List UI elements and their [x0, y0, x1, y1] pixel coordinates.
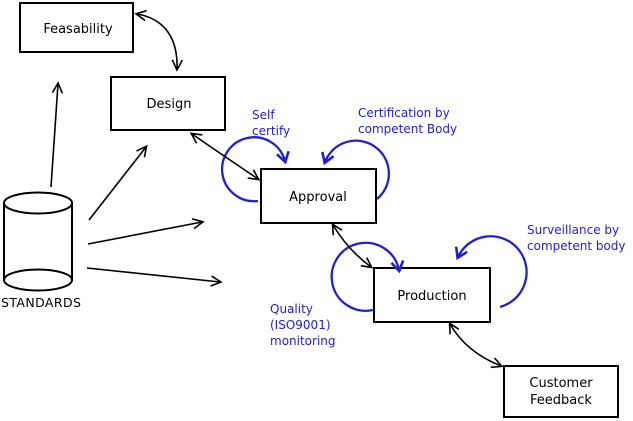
node-design: Design [110, 76, 226, 131]
arrow-production-customer-feedback [448, 321, 504, 369]
customer-feedback-box [503, 365, 619, 418]
feasability-label: Feasability [43, 22, 113, 37]
surveillance-loop-arrow [454, 235, 528, 309]
certification-label-line1: Certification by [358, 106, 450, 120]
quality-label-line1: Quality [270, 302, 313, 316]
arrow-design-approval [189, 132, 261, 181]
self-certify-label-line1: Self [252, 108, 275, 122]
production-label: Production [397, 289, 466, 304]
quality-label-line3: monitoring [270, 334, 336, 348]
certification-loop-arrow [321, 139, 391, 200]
customer-feedback-label-line1: Customer [529, 376, 593, 391]
arrow-approval-production [331, 222, 374, 269]
design-label: Design [147, 97, 192, 112]
annotation-self-certify: Self certify [252, 108, 290, 138]
design-box [110, 76, 226, 131]
cylinder-bottom [3, 268, 73, 292]
approval-label: Approval [289, 190, 347, 205]
quality-label-line2: (ISO9001) [270, 318, 331, 332]
annotation-quality-monitoring: Quality (ISO9001) monitoring [270, 302, 336, 348]
standards-cylinder [3, 191, 73, 292]
standards-label: STANDARDS [1, 295, 81, 310]
node-approval: Approval [260, 168, 377, 224]
node-feasability: Feasability [19, 2, 134, 53]
feasability-box [19, 2, 134, 53]
annotation-surveillance: Surveillance by competent body [527, 223, 626, 253]
annotation-certification: Certification by competent Body [358, 106, 457, 136]
self-certify-label-line2: certify [252, 124, 290, 138]
arrow-standards-to-feasability [50, 81, 64, 188]
approval-box [260, 168, 377, 224]
arrow-feasability-design [134, 9, 184, 72]
arrow-standards-to-design [88, 144, 148, 221]
production-box [373, 267, 491, 323]
arrow-standards-to-approval [87, 218, 205, 245]
node-production: Production [373, 267, 491, 323]
cylinder-top [3, 191, 73, 215]
certification-label-line2: competent Body [358, 122, 457, 136]
node-customer-feedback: Customer Feedback [503, 365, 619, 418]
customer-feedback-label-line2: Feedback [530, 393, 592, 408]
surveillance-label-line2: competent body [527, 239, 626, 253]
arrow-standards-to-production [86, 267, 223, 287]
surveillance-label-line1: Surveillance by [527, 223, 619, 237]
